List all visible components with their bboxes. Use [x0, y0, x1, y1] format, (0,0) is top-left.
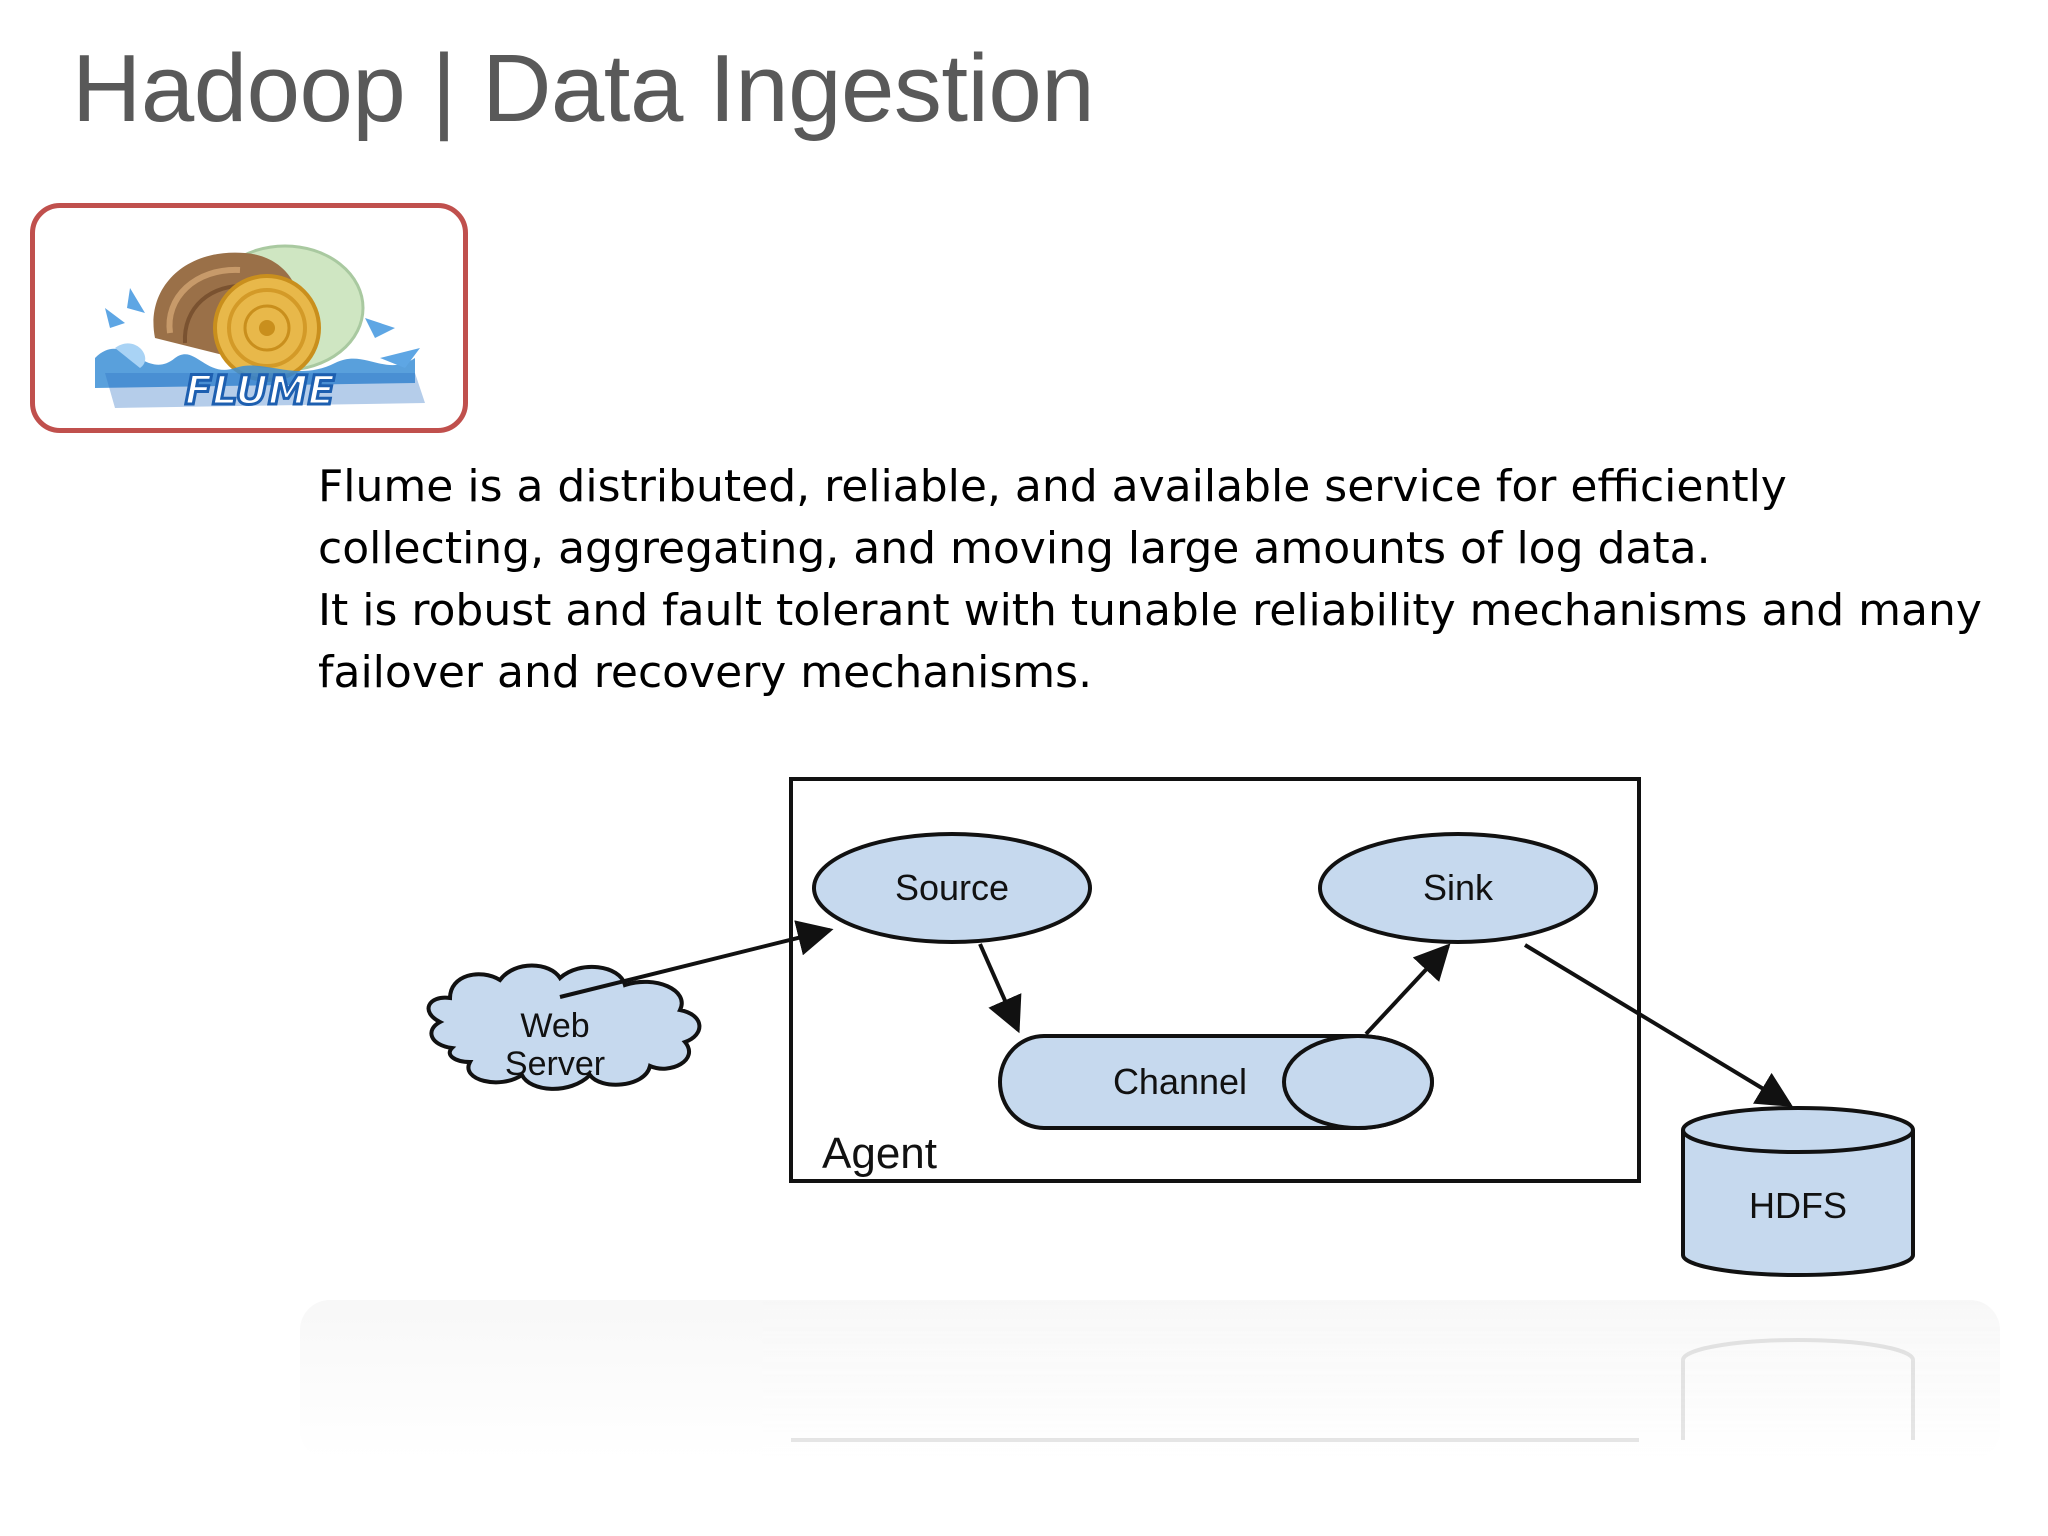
hdfs-reflection-icon: [791, 1338, 1915, 1442]
diagram-reflection: [300, 1300, 2000, 1460]
sink-label: Sink: [1423, 867, 1494, 908]
arrow-sink-to-hdfs: [1523, 943, 1794, 1107]
channel-label: Channel: [1113, 1061, 1247, 1102]
hdfs-label: HDFS: [1749, 1185, 1847, 1226]
description: Flume is a distributed, reliable, and av…: [318, 456, 2008, 704]
hdfs-node: [1681, 1106, 1915, 1277]
description-paragraph-1: Flume is a distributed, reliable, and av…: [318, 461, 1787, 574]
channel-end-cap: [1282, 1034, 1434, 1130]
sink-node: [1318, 832, 1598, 944]
flume-logo-frame: FLUME: [30, 203, 468, 433]
arrow-source-to-channel: [978, 943, 1022, 1034]
slide-title: Hadoop | Data Ingestion: [72, 35, 1095, 142]
description-paragraph-2: It is robust and fault tolerant with tun…: [318, 585, 1982, 698]
source-node: [812, 832, 1092, 944]
web-server-label-line2: Server: [505, 1045, 605, 1083]
web-server-label-line1: Web: [520, 1007, 589, 1045]
agent-box: [789, 777, 1641, 1183]
web-server-cloud: [426, 963, 702, 1091]
flume-logo-icon: FLUME: [95, 244, 425, 416]
source-label: Source: [895, 867, 1009, 908]
arrow-channel-to-sink: [1364, 943, 1451, 1036]
agent-label: Agent: [822, 1129, 937, 1178]
logo-text: FLUME: [185, 368, 335, 414]
arrow-web-server-to-source: [559, 920, 834, 999]
